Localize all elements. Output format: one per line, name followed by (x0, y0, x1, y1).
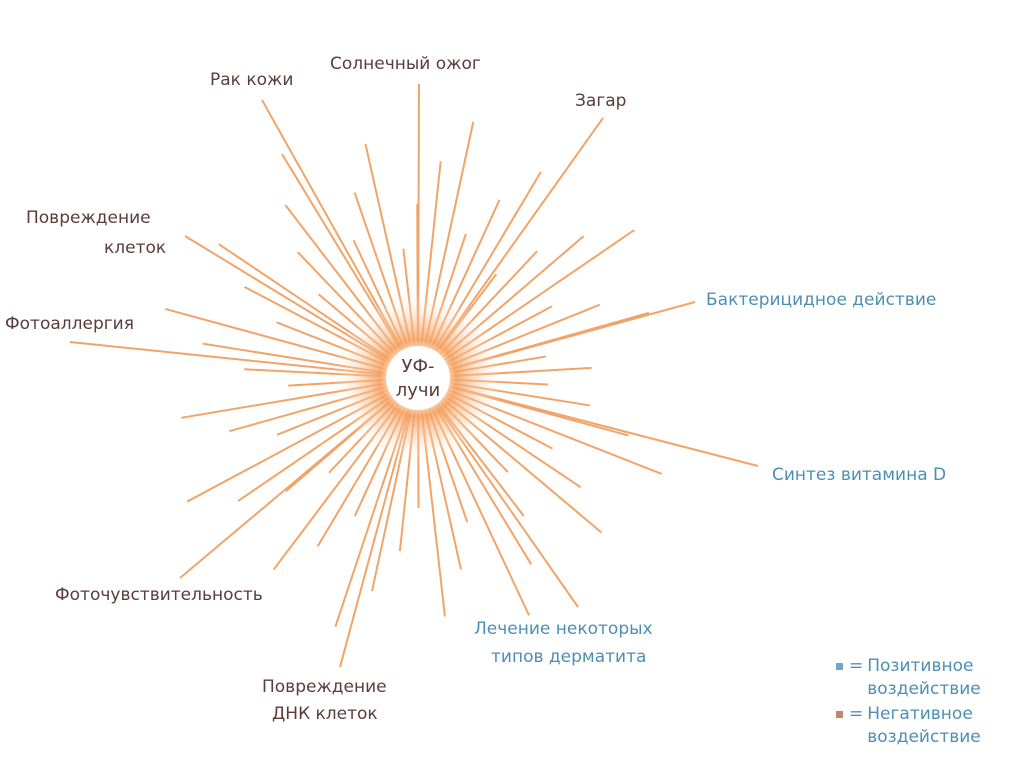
label-bactericidal: Бактерицидное действие (706, 290, 937, 310)
label-cell-damage-line2: клеток (104, 238, 167, 258)
legend-negative-line2: воздействие (867, 727, 981, 747)
center-circle (386, 346, 450, 410)
label-skin-cancer: Рак кожи (210, 70, 294, 90)
label-dna-damage-line2: ДНК клеток (272, 704, 378, 724)
legend: = Позитивное воздействие = Негативное во… (836, 655, 1024, 751)
legend-positive: = Позитивное воздействие (836, 655, 1024, 701)
label-photoallergy: Фотоаллергия (5, 314, 134, 334)
legend-positive-eq: = (849, 656, 864, 676)
label-tan: Загар (575, 91, 627, 111)
label-photosensitivity: Фоточувствительность (55, 585, 263, 605)
center-label-line2: лучи (396, 380, 441, 401)
legend-negative: = Негативное воздействие (836, 703, 1024, 749)
legend-negative-eq: = (849, 704, 864, 724)
legend-positive-line2: воздействие (867, 679, 981, 699)
label-cell-damage-line1: Повреждение (26, 208, 151, 228)
center-label-line1: УФ- (402, 356, 435, 377)
negative-marker-icon (836, 711, 843, 718)
label-treatment-line1: Лечение некоторых (474, 619, 653, 639)
label-sunburn: Солнечный ожог (330, 54, 481, 74)
label-dna-damage-line1: Повреждение (262, 677, 387, 697)
label-vitamin-d: Синтез витамина D (772, 465, 947, 485)
legend-negative-line1: Негативное (867, 704, 973, 724)
legend-positive-line1: Позитивное (867, 656, 974, 676)
label-treatment-line2: типов дерматита (491, 647, 647, 667)
positive-marker-icon (836, 663, 843, 670)
